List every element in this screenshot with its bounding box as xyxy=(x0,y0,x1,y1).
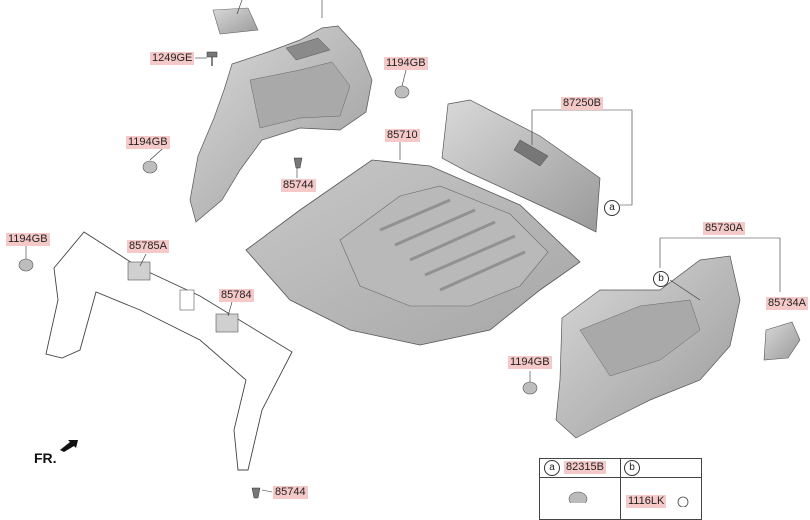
clip-85744-mid xyxy=(293,157,303,169)
side-cover-85734A xyxy=(763,321,801,361)
front-arrow-icon xyxy=(60,440,78,452)
right-side-trim xyxy=(555,255,741,439)
marker-a: a xyxy=(604,200,620,216)
legend-clip-a-icon xyxy=(568,491,588,503)
front-direction-label: FR. xyxy=(34,450,57,466)
callout-85744-bottom: 85744 xyxy=(273,486,308,499)
callout-85734A: 85734A xyxy=(766,297,808,310)
left-lower-trim-outline xyxy=(45,231,293,471)
legend-marker-b: b xyxy=(624,460,640,476)
front-direction-text: FR. xyxy=(34,450,57,466)
rear-transverse-trim xyxy=(441,99,601,233)
legend-part-a: 82315B xyxy=(564,461,606,474)
callout-85784: 85784 xyxy=(219,289,254,302)
luggage-floor-mat xyxy=(245,159,581,346)
legend-table: a 82315B b 1116LK xyxy=(539,458,702,520)
upper-cover-piece xyxy=(212,7,259,35)
callout-1194GB-top: 1194GB xyxy=(384,57,428,70)
legend-screw-b-icon xyxy=(677,496,689,507)
clip-85744-bottom xyxy=(251,487,261,499)
grommet-top xyxy=(394,85,410,99)
parts-diagram xyxy=(18,0,801,499)
left-side-trim xyxy=(189,25,373,223)
marker-b: b xyxy=(653,271,669,287)
callout-1194GB-far-left: 1194GB xyxy=(6,233,50,246)
callout-1194GB-right: 1194GB xyxy=(508,356,552,369)
legend-part-b: 1116LK xyxy=(626,495,667,508)
grommet-left xyxy=(142,160,158,174)
callout-1249GE: 1249GE xyxy=(150,52,195,65)
callout-85730A: 85730A xyxy=(703,222,745,235)
grommet-far-left xyxy=(18,258,34,272)
callout-1194GB-left: 1194GB xyxy=(126,136,170,149)
callout-85744-mid: 85744 xyxy=(281,179,316,192)
callout-87250B: 87250B xyxy=(561,97,603,110)
grommet-right xyxy=(522,381,538,395)
legend-marker-a: a xyxy=(544,460,560,476)
callout-85785A: 85785A xyxy=(127,240,169,253)
clip-1249GE xyxy=(206,51,218,66)
callout-85710: 85710 xyxy=(385,129,420,142)
